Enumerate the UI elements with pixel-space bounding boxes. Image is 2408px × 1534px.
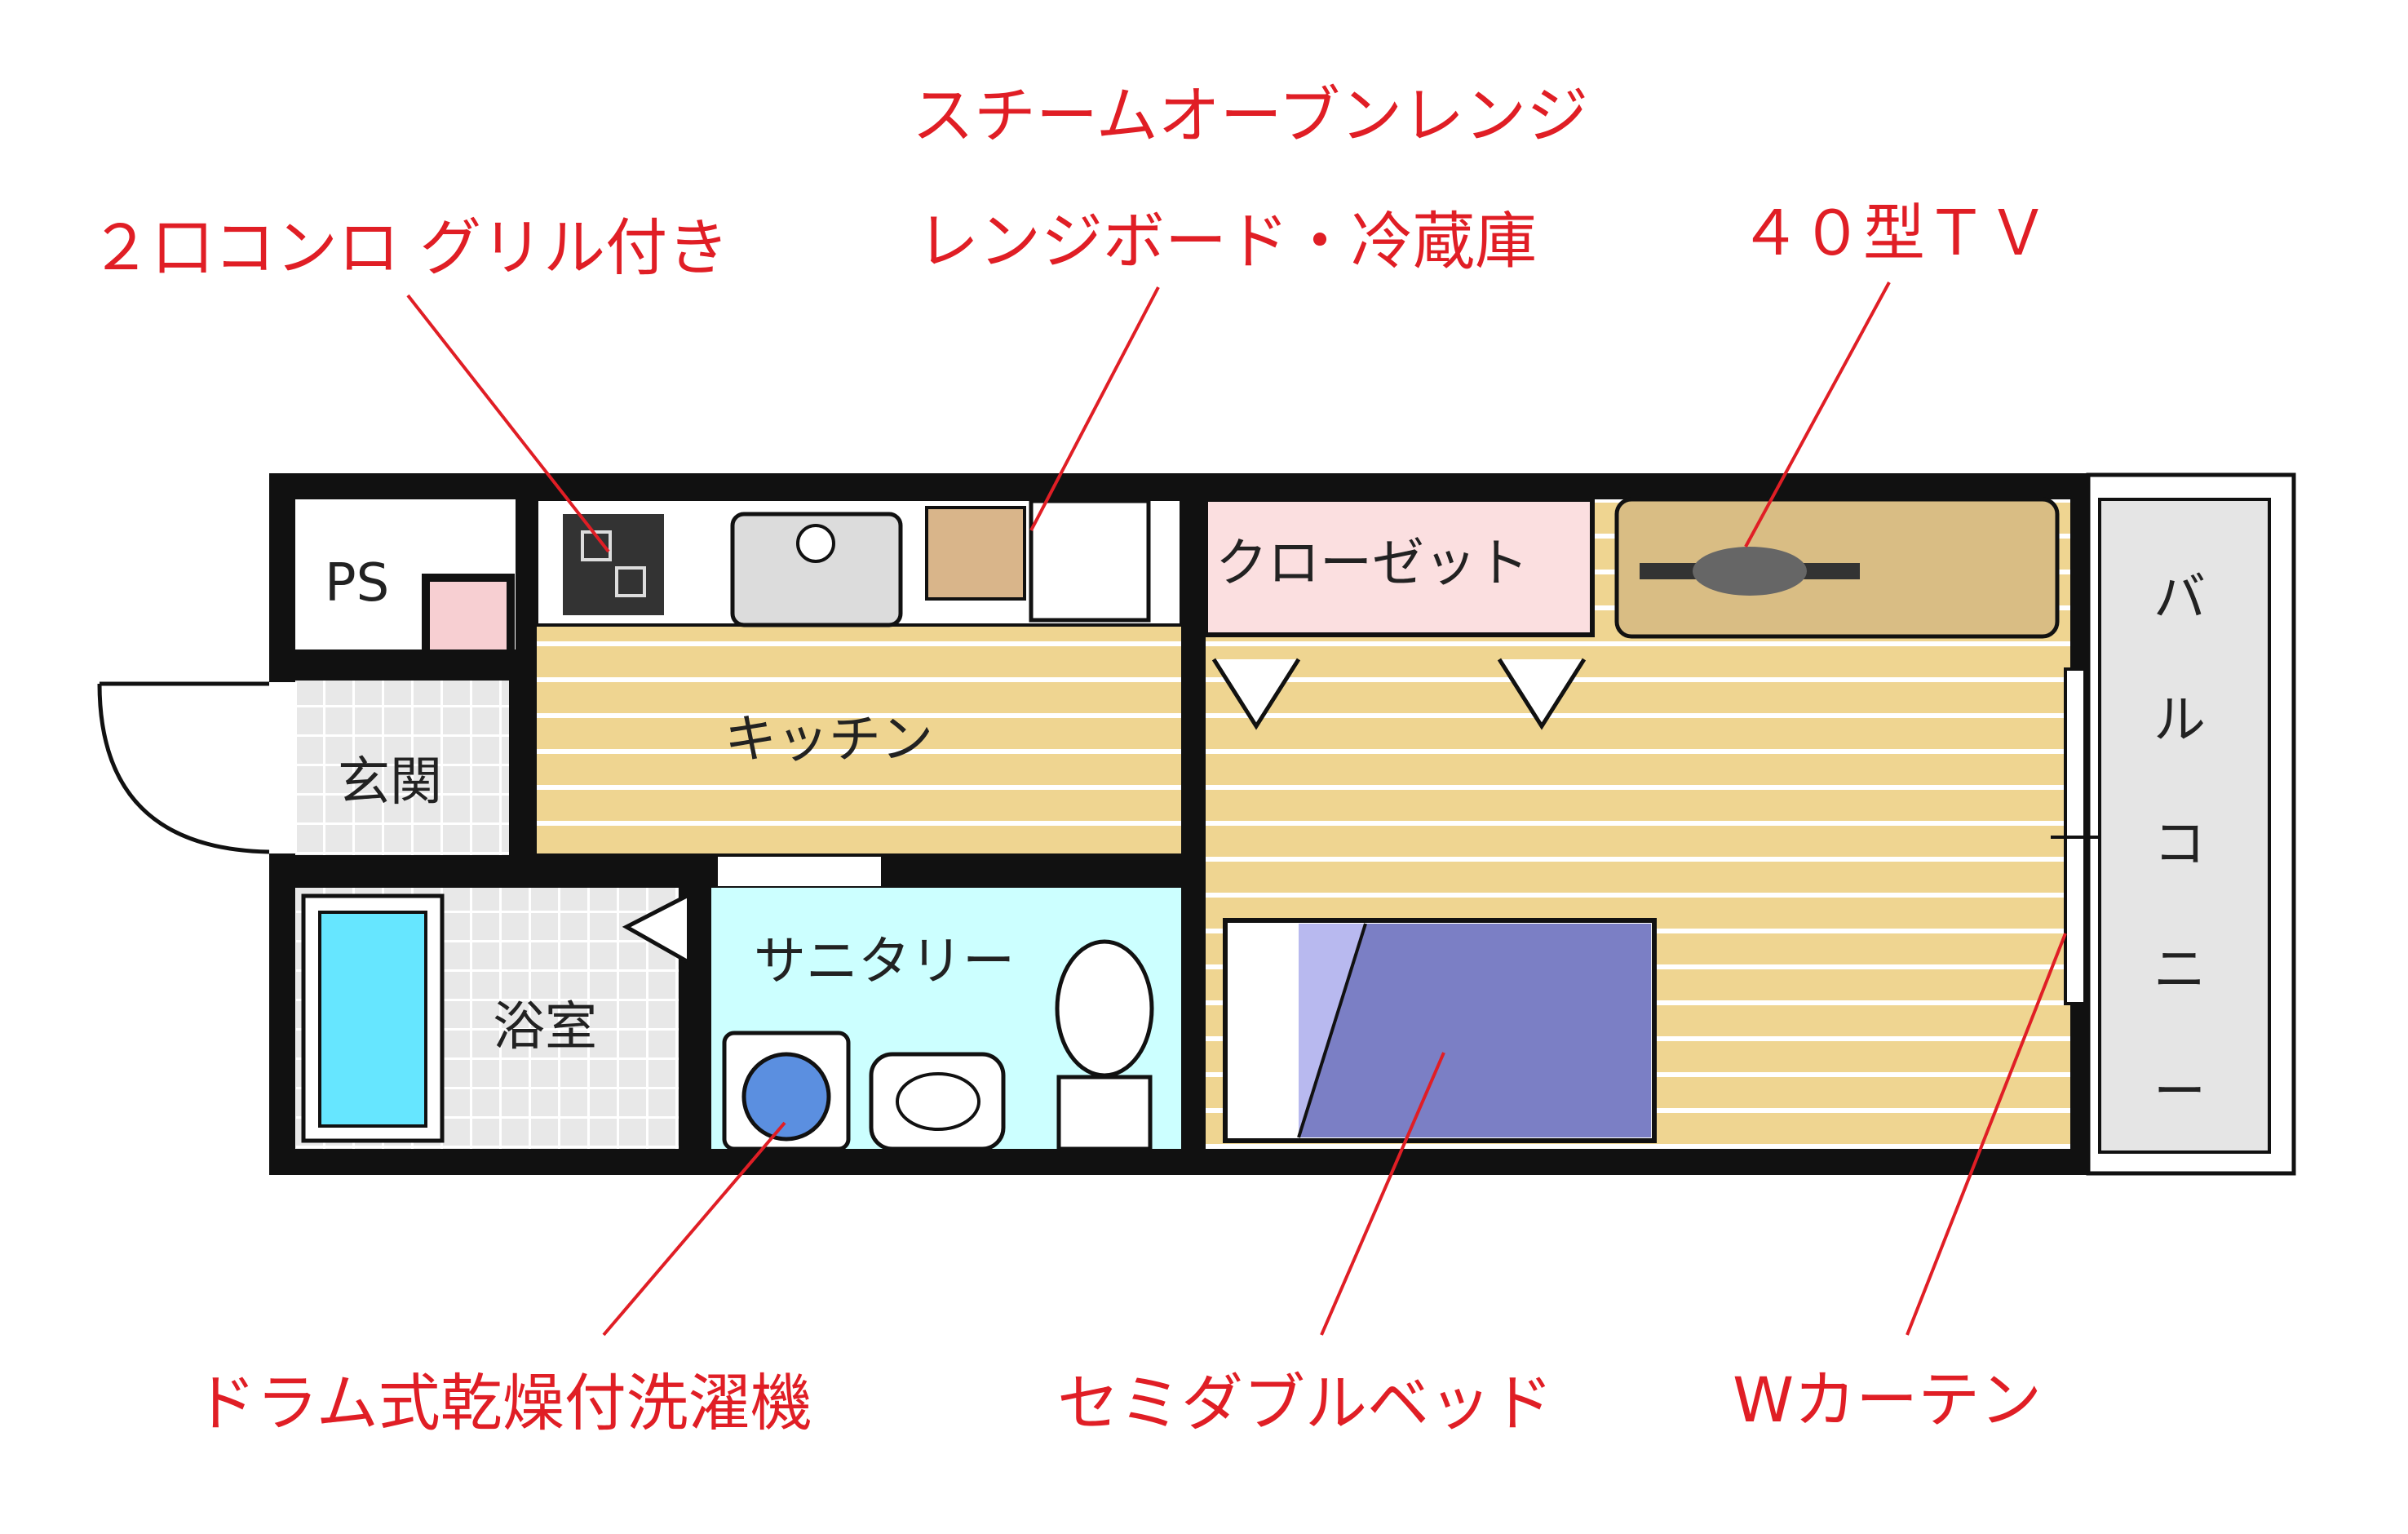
ps-pipe-space — [422, 574, 515, 660]
tv-callout: ４０型ＴＶ — [1739, 197, 2049, 269]
closet-door-left — [1211, 658, 1301, 730]
svg-text:ニ: ニ — [2153, 940, 2206, 1000]
balcony-floor — [2098, 498, 2271, 1154]
oven-callout: スチームオーブンレンジ — [912, 79, 1588, 152]
bath-label: 浴室 — [493, 997, 597, 1057]
washer-callout: ドラム式乾燥付洗濯機 — [194, 1367, 812, 1439]
stove-icon — [563, 514, 664, 615]
toilet — [1055, 939, 1154, 1151]
bathtub-water — [318, 911, 427, 1128]
sanitary-label: サニタリー — [754, 932, 1015, 992]
svg-text:コ: コ — [2153, 814, 2206, 875]
closet — [1203, 497, 1595, 637]
sanitary-door — [622, 893, 688, 964]
range-board-callout: レンジボード・冷蔵庫 — [917, 205, 1537, 277]
entrance-floor — [295, 681, 509, 855]
svg-text:バ: バ — [2153, 568, 2206, 628]
stove-callout: ２口コンロ グリル付き — [90, 211, 729, 284]
curtain-callout: Wカーテン — [1733, 1363, 2042, 1436]
ps-label: PS — [325, 553, 389, 614]
range-board — [925, 506, 1026, 601]
bed-leader — [1320, 1052, 1445, 1336]
tv-leader — [1744, 282, 1891, 548]
stove-leader — [406, 294, 610, 553]
entrance-door — [97, 681, 297, 854]
oven-leader — [1029, 286, 1160, 531]
curtain-leader — [1906, 933, 2067, 1336]
bed-callout: セミダブルベッド — [1057, 1367, 1553, 1439]
washer-drum — [741, 1052, 831, 1142]
entrance-label: 玄関 — [338, 752, 442, 813]
kitchen-sink — [730, 512, 903, 627]
svg-text:ー: ー — [2153, 1062, 2206, 1123]
washer-leader — [602, 1121, 786, 1337]
closet-label: クローゼット — [1215, 534, 1529, 594]
tv-icon — [1640, 547, 1860, 596]
kitchen-label: キッチン — [724, 710, 933, 770]
svg-text:ル: ル — [2153, 690, 2206, 751]
bed-cover — [1299, 924, 1651, 1137]
refrigerator — [1029, 499, 1151, 623]
balcony-label: バ ル コ ニ ー — [2153, 568, 2206, 1123]
closet-door-right — [1497, 658, 1587, 730]
